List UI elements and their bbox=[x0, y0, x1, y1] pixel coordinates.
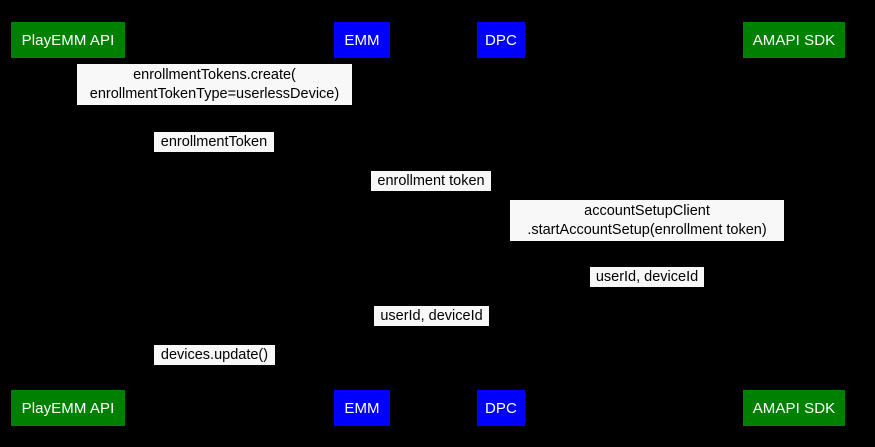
message-label-enrollmenttokens-create: enrollmentTokens.create( enrollmentToken… bbox=[77, 64, 352, 105]
lifeline-3 bbox=[794, 58, 795, 390]
message-label-enrollment-token: enrollment token bbox=[371, 171, 491, 191]
participant-label: PlayEMM API bbox=[21, 31, 115, 49]
participant-top-dpc[interactable]: DPC bbox=[477, 22, 525, 58]
message-text: enrollmentTokens.create( enrollmentToken… bbox=[89, 66, 340, 102]
participant-label: PlayEMM API bbox=[21, 399, 115, 417]
lifeline-2 bbox=[501, 58, 502, 390]
participant-bottom-emm[interactable]: EMM bbox=[334, 390, 390, 426]
participant-label: EMM bbox=[344, 399, 380, 417]
message-text: enrollmentToken bbox=[160, 133, 268, 150]
message-label-devices-update: devices.update() bbox=[154, 345, 275, 365]
lifeline-0 bbox=[68, 58, 69, 390]
message-text: enrollment token bbox=[377, 172, 485, 189]
message-label-userid-deviceid: userId, deviceId bbox=[374, 306, 489, 326]
participant-top-amapi-sdk[interactable]: AMAPI SDK bbox=[743, 22, 845, 58]
message-text: userId, deviceId bbox=[380, 307, 483, 324]
message-text: accountSetupClient .startAccountSetup(en… bbox=[527, 202, 767, 238]
message-text: devices.update() bbox=[160, 346, 269, 363]
participant-top-playemm-api[interactable]: PlayEMM API bbox=[11, 22, 125, 58]
lifeline-1 bbox=[362, 58, 363, 390]
message-label-accountsetupclient: accountSetupClient .startAccountSetup(en… bbox=[510, 200, 784, 241]
message-text: userId, deviceId bbox=[595, 268, 699, 285]
participant-label: EMM bbox=[344, 31, 380, 49]
message-label-userid-deviceid: userId, deviceId bbox=[590, 267, 704, 287]
participant-label: DPC bbox=[485, 399, 517, 417]
participant-top-emm[interactable]: EMM bbox=[334, 22, 390, 58]
participant-label: AMAPI SDK bbox=[752, 31, 836, 49]
participant-bottom-playemm-api[interactable]: PlayEMM API bbox=[11, 390, 125, 426]
participant-label: AMAPI SDK bbox=[752, 399, 836, 417]
participant-bottom-dpc[interactable]: DPC bbox=[477, 390, 525, 426]
message-label-enrollmenttoken: enrollmentToken bbox=[154, 132, 274, 152]
participant-label: DPC bbox=[485, 31, 517, 49]
participant-bottom-amapi-sdk[interactable]: AMAPI SDK bbox=[743, 390, 845, 426]
